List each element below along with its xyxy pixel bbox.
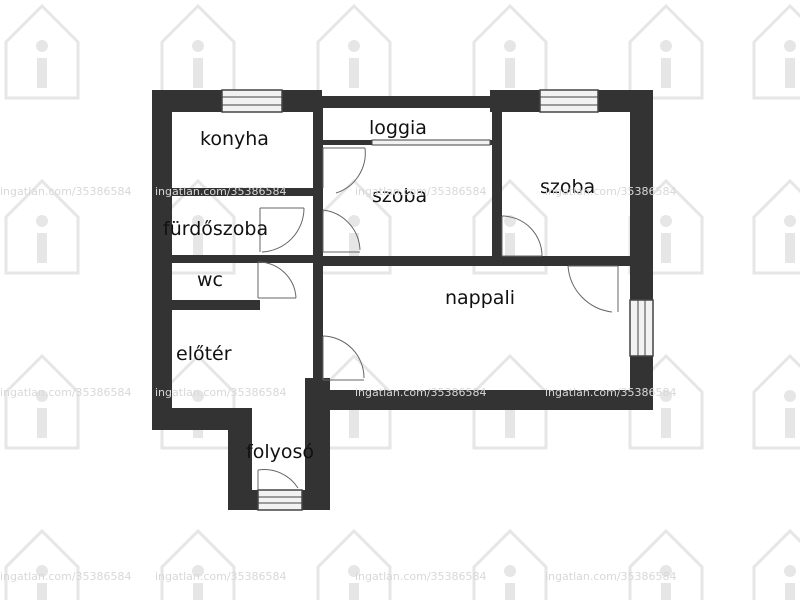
watermark-url: ingatlan.com/35386584 xyxy=(0,185,132,198)
door-wc xyxy=(257,261,297,299)
window-szoba-right xyxy=(539,89,599,113)
watermark-house-info-icon xyxy=(160,353,236,450)
room-label-szoba-right: szoba xyxy=(540,176,595,198)
room-label-loggia: loggia xyxy=(369,117,427,139)
watermark-house-info-icon xyxy=(160,528,236,600)
watermark-texts: ingatlan.com/35386584 ingatlan.com/353865… xyxy=(0,185,677,583)
door-entrance xyxy=(257,469,299,490)
watermark-url: ingatlan.com/35386584 xyxy=(355,570,487,583)
wall-eloter-stub xyxy=(198,408,212,430)
door-furdoszoba xyxy=(259,207,305,253)
door-nappali xyxy=(567,265,619,313)
wall-inner-vertical xyxy=(313,106,323,396)
watermark-house-info-icon xyxy=(752,353,800,450)
window-folyoso xyxy=(257,489,303,511)
wall-nappali-top xyxy=(318,256,630,266)
watermark-url: ingatlan.com/35386584 xyxy=(355,386,487,399)
wall-inner-right-vertical xyxy=(492,106,502,266)
room-label-wc: wc xyxy=(197,269,223,291)
wall-corridor-right xyxy=(305,378,330,510)
walls xyxy=(152,90,653,510)
watermark-house-info-icon xyxy=(316,3,392,100)
watermark-url: ingatlan.com/35386584 xyxy=(355,185,487,198)
watermark-url: ingatlan.com/35386584 xyxy=(155,386,287,399)
watermark-house-info-icon xyxy=(628,528,704,600)
wall-bottom-right xyxy=(323,390,653,410)
watermark-house-info-icon xyxy=(628,353,704,450)
room-label-nappali: nappali xyxy=(445,287,515,309)
room-label-konyha: konyha xyxy=(200,128,269,150)
watermark-house-info-icon xyxy=(752,178,800,275)
watermark-house-info-icon xyxy=(472,528,548,600)
watermark-house-info-icon xyxy=(752,3,800,100)
loggia-glazing xyxy=(371,139,491,146)
watermark-pattern xyxy=(4,3,800,600)
watermark-house-info-icon xyxy=(160,3,236,100)
doors xyxy=(257,147,619,490)
watermark-url: ingatlan.com/35386584 xyxy=(155,570,287,583)
wall-left xyxy=(152,90,172,430)
room-label-eloter: előtér xyxy=(176,343,232,365)
watermark-house-info-icon xyxy=(4,3,80,100)
watermark-url: ingatlan.com/35386584 xyxy=(155,185,287,198)
watermark-url: ingatlan.com/35386584 xyxy=(545,570,677,583)
room-label-folyoso: folyosó xyxy=(246,441,314,463)
wall-konyha-bottom xyxy=(170,188,318,196)
windows xyxy=(221,89,654,511)
watermark-house-info-icon xyxy=(628,3,704,100)
watermark-house-info-icon xyxy=(4,528,80,600)
wall-right xyxy=(630,90,653,300)
room-label-furdoszoba: fürdőszoba xyxy=(163,218,268,240)
watermark-house-info-icon xyxy=(4,178,80,275)
watermark-house-info-icon xyxy=(4,353,80,450)
wall-wc-bottom xyxy=(170,300,260,310)
watermark-url: ingatlan.com/35386584 xyxy=(545,185,677,198)
window-nappali xyxy=(629,299,654,357)
room-labels: konyha loggia szoba szoba fürdőszoba wc … xyxy=(163,117,595,463)
door-eloter-nappali xyxy=(322,335,365,381)
wall-bath-bottom xyxy=(170,255,318,263)
door-szoba-right xyxy=(501,215,543,257)
window-konyha xyxy=(221,89,283,113)
door-szoba-center xyxy=(322,209,361,253)
door-loggia xyxy=(322,147,366,194)
room-label-szoba-center: szoba xyxy=(372,185,427,207)
watermark-url: ingatlan.com/35386584 xyxy=(0,386,132,399)
watermark-house-info-icon xyxy=(472,3,548,100)
watermark-house-info-icon xyxy=(316,528,392,600)
watermark-house-info-icon xyxy=(752,528,800,600)
watermark-url: ingatlan.com/35386584 xyxy=(0,570,132,583)
watermark-url: ingatlan.com/35386584 xyxy=(545,386,677,399)
